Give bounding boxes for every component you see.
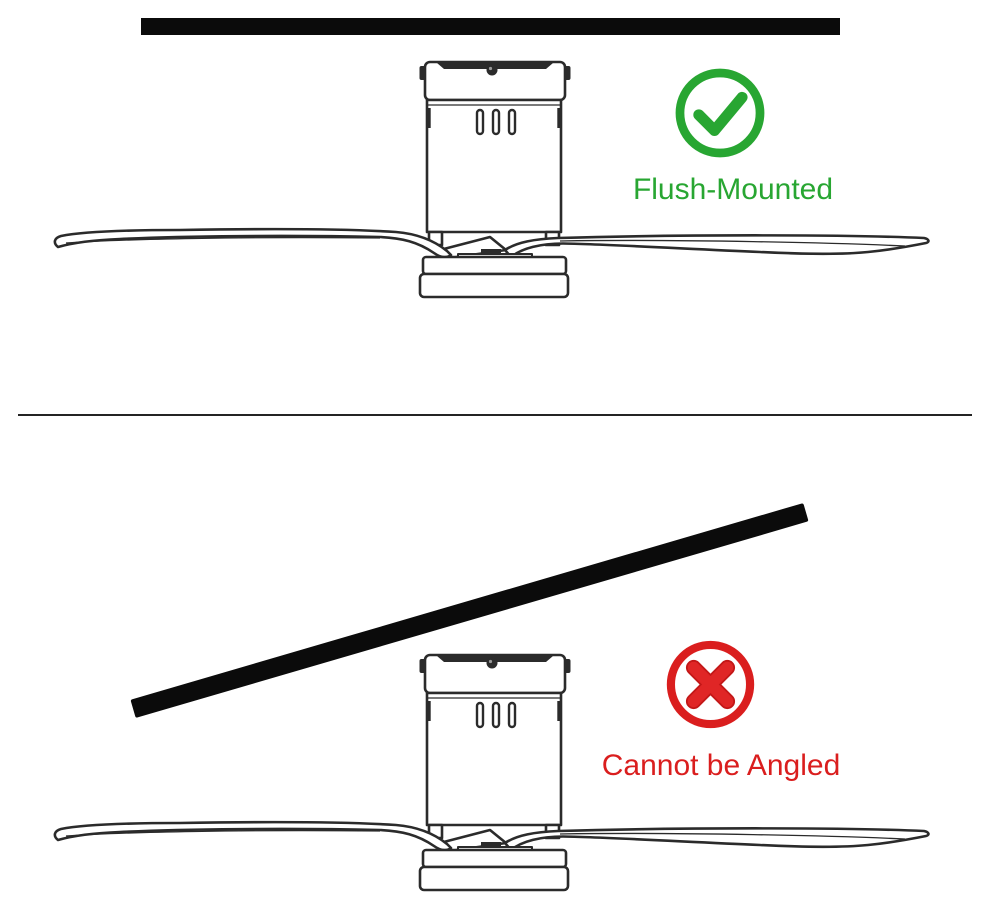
x-circle-icon (666, 640, 755, 729)
check-circle-icon (675, 68, 765, 158)
flush-mounted-label: Flush-Mounted (632, 173, 834, 206)
cannot-be-angled-label: Cannot be Angled (601, 749, 841, 782)
ceiling-fan-illustration (0, 50, 990, 310)
section-divider (18, 414, 972, 416)
ceiling-fan-illustration (0, 643, 990, 903)
flat-ceiling-bar (141, 18, 840, 35)
